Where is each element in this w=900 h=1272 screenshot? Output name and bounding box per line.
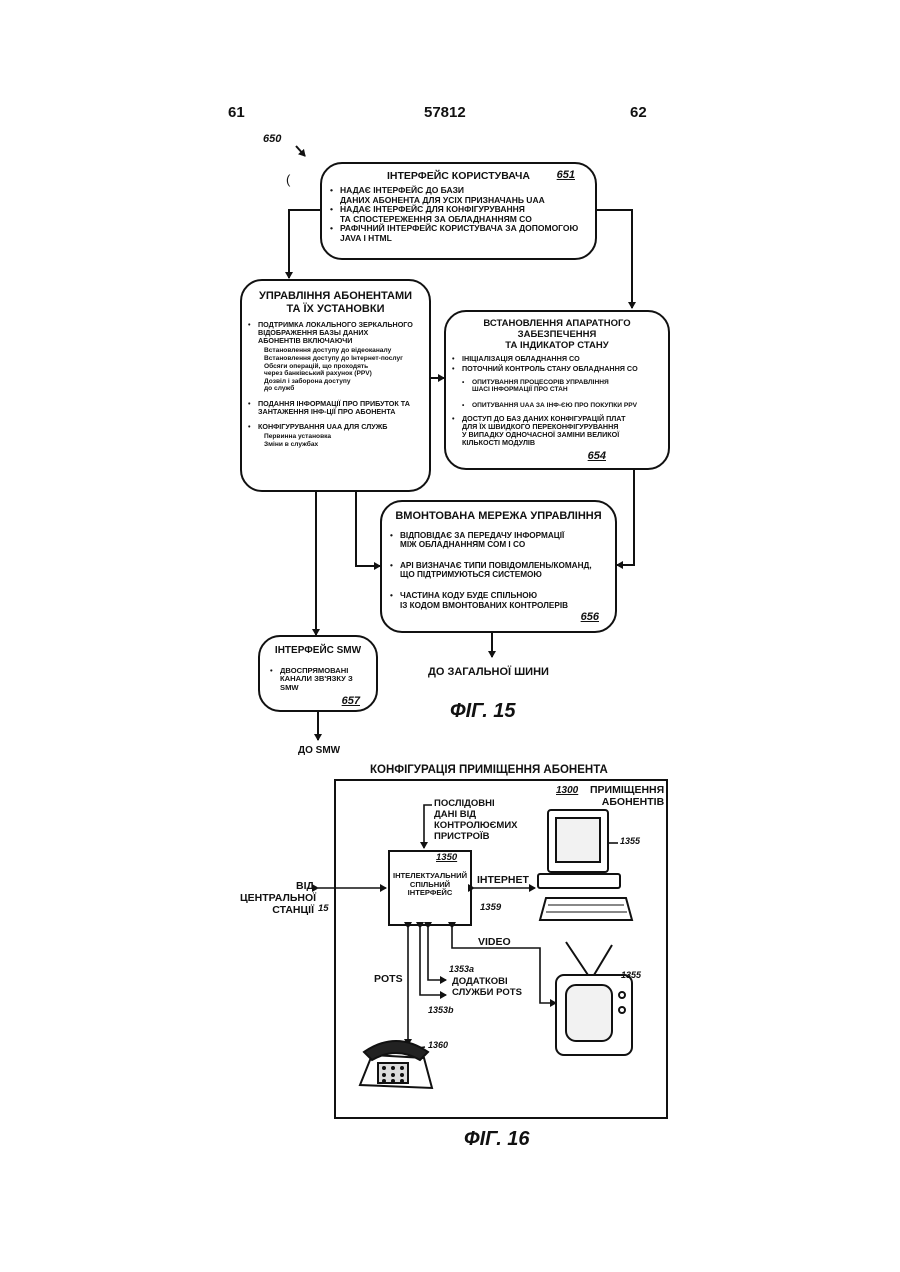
ref-1350: 1350 bbox=[436, 852, 457, 863]
ref-1300: 1300 bbox=[556, 785, 578, 796]
extra-pots-label: ДОДАТКОВІ СЛУЖБИ POTS bbox=[452, 977, 522, 999]
serial-data-line bbox=[424, 805, 432, 848]
ref-1360: 1360 bbox=[428, 1040, 448, 1050]
ref-15: 15 bbox=[318, 903, 329, 914]
extra-pots-line-b bbox=[420, 928, 446, 995]
ref-1353b: 1353b bbox=[428, 1005, 454, 1015]
figure-16-caption: ФІГ. 16 bbox=[464, 1128, 530, 1151]
interface-label: ІНТЕЛЕКТУАЛЬНИЙ СПІЛЬНИЙ ІНТЕРФЕЙС bbox=[391, 872, 469, 898]
premises-label: ПРИМІЩЕННЯ АБОНЕНТІВ bbox=[590, 784, 664, 808]
video-label: VIDEO bbox=[478, 936, 511, 948]
television-icon bbox=[556, 942, 632, 1055]
pots-label: POTS bbox=[374, 973, 403, 985]
ref-1353a: 1353a bbox=[449, 964, 474, 974]
ref-1355-pc: 1355 bbox=[620, 836, 640, 846]
ref-1359: 1359 bbox=[480, 902, 501, 913]
extra-pots-line-a bbox=[428, 928, 446, 980]
ref-1355-tv: 1355 bbox=[621, 970, 641, 980]
computer-icon bbox=[538, 810, 632, 920]
telephone-icon bbox=[360, 1041, 432, 1088]
internet-label: ІНТЕРНЕТ bbox=[477, 874, 529, 886]
serial-data-label: ПОСЛІДОВНІ ДАНІ ВІД КОНТРОЛЮЄМИХ ПРИСТРО… bbox=[434, 799, 518, 843]
central-station-label: ВІД ЦЕНТРАЛЬНОЇ СТАНЦІЇ bbox=[240, 880, 314, 916]
